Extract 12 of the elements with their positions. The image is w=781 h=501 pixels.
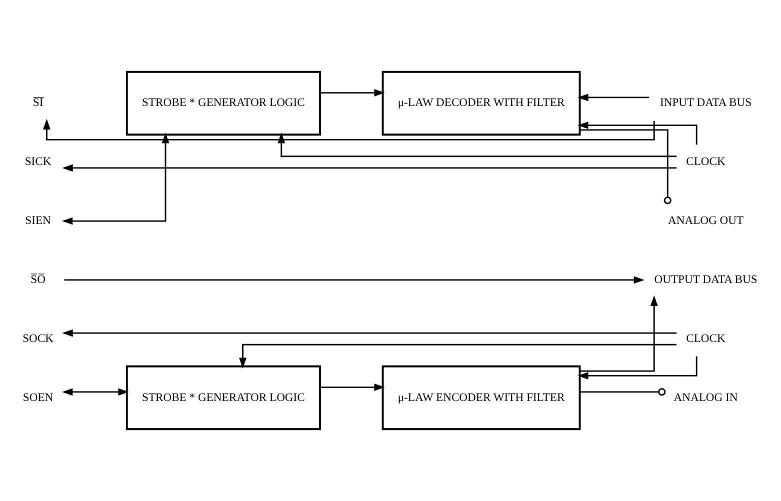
node-text: S̅O̅ <box>30 272 46 286</box>
node-text: CLOCK <box>686 332 726 345</box>
node-text: SOEN <box>22 390 54 404</box>
node-text: CLOCK <box>686 155 726 168</box>
node-text: SICK <box>24 155 52 168</box>
node-text: SOCK <box>22 332 54 345</box>
node-text: ANALOG OUT <box>668 214 744 228</box>
node-text: SIEN <box>25 214 51 228</box>
node-text: OUTPUT DATA BUS <box>654 272 758 286</box>
node-text: ANALOG IN <box>674 390 738 404</box>
node-text: INPUT DATA BUS <box>660 96 752 110</box>
node-text: S̅I̅ <box>32 96 44 110</box>
